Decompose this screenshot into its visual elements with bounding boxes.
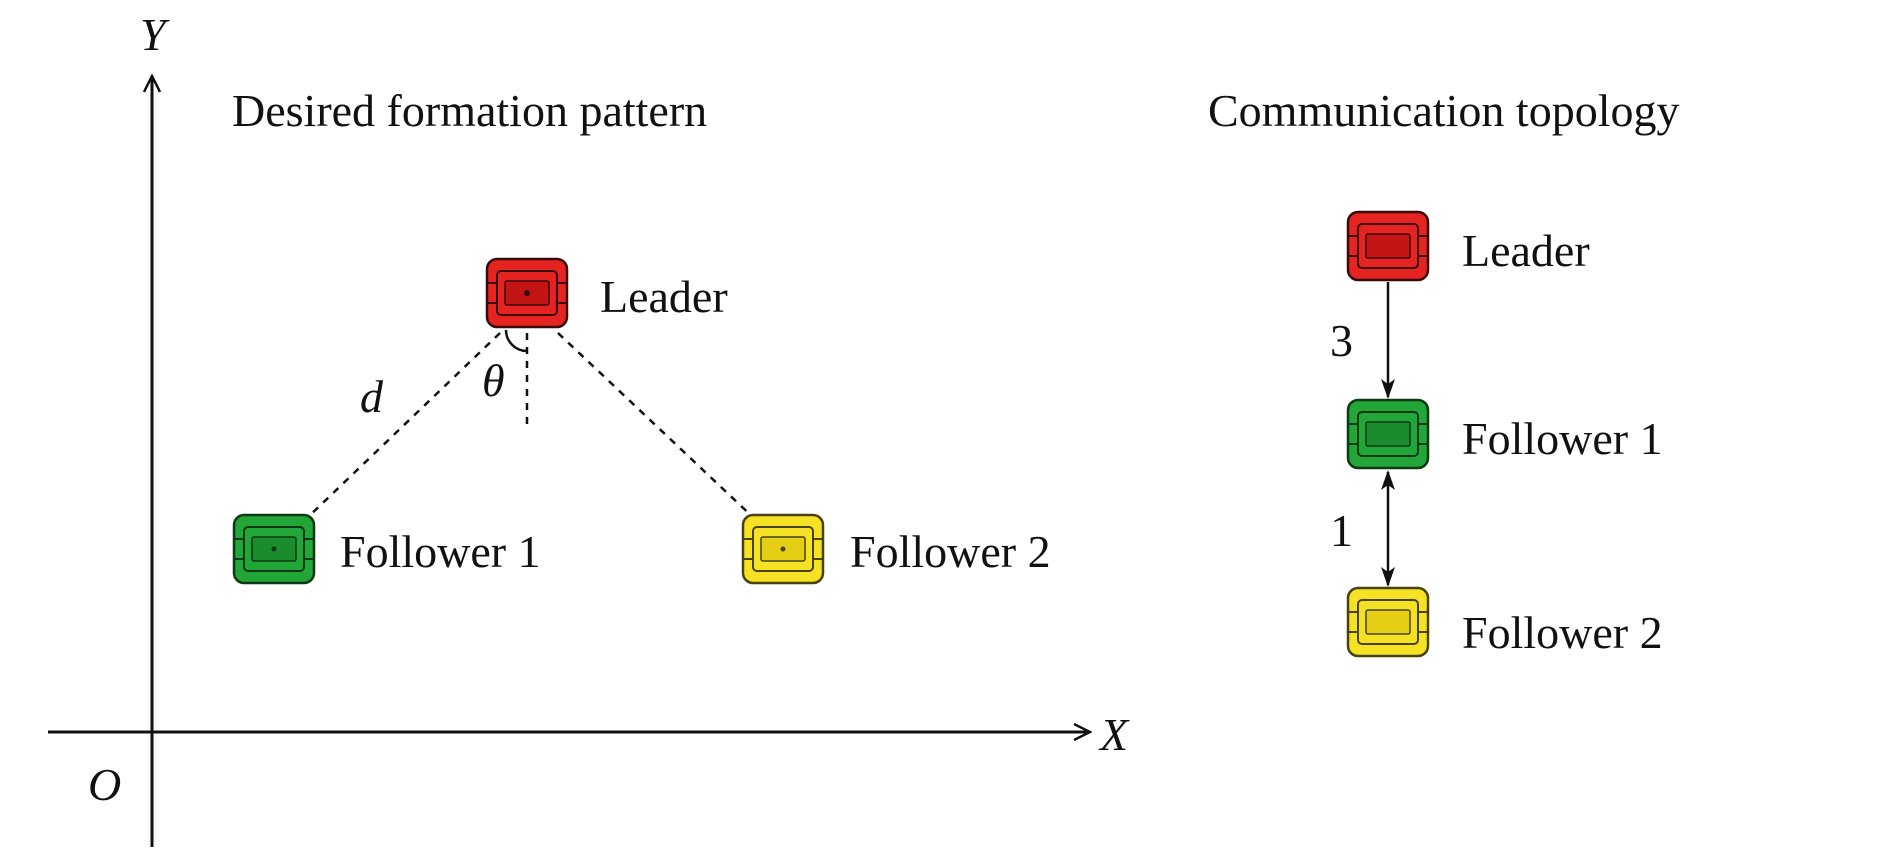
leader-follower1-link: [304, 332, 501, 521]
y-axis-label: Y: [140, 9, 170, 60]
leader-robot-icon: [485, 257, 569, 329]
topology-leader-icon: [1346, 210, 1430, 282]
topology-follower2-icon: [1346, 586, 1430, 658]
origin-label: O: [88, 759, 121, 810]
topology-title: Communication topology: [1208, 85, 1679, 136]
x-axis-label: X: [1098, 709, 1130, 760]
follower1-robot-icon: [232, 513, 316, 585]
follower2-robot-icon: [741, 513, 825, 585]
leader-label: Leader: [600, 271, 728, 322]
theta-arc: [504, 329, 528, 353]
topology-leader-label: Leader: [1462, 225, 1590, 276]
angle-label: θ: [482, 355, 505, 406]
follower1-label: Follower 1: [340, 526, 541, 577]
distance-label: d: [360, 371, 384, 422]
topology-follower1-label: Follower 1: [1462, 413, 1663, 464]
formation-panel: Y X O Desired formation pattern d θ Lead…: [48, 9, 1130, 847]
formation-title: Desired formation pattern: [232, 85, 707, 136]
edge-weight-1: 1: [1330, 505, 1353, 556]
topology-follower1-icon: [1346, 398, 1430, 470]
topology-panel: Communication topology Leader Follower 1: [1208, 85, 1679, 658]
leader-follower2-link: [557, 332, 759, 523]
topology-follower2-label: Follower 2: [1462, 607, 1663, 658]
edge-weight-3: 3: [1330, 315, 1353, 366]
follower2-label: Follower 2: [850, 526, 1051, 577]
